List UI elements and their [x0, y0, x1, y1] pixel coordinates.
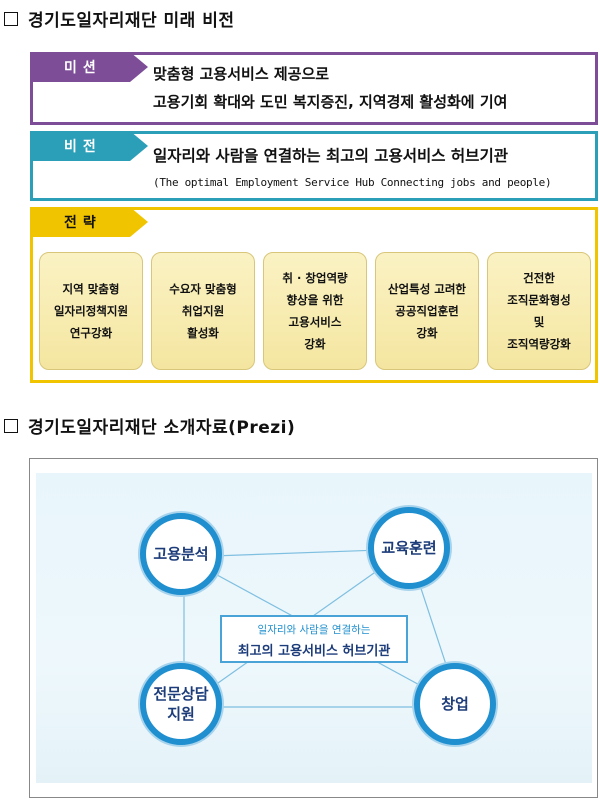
vision-main-text: 일자리와 사람을 연결하는 최고의 고용서비스 허브기관 — [153, 147, 508, 165]
card-line: 지역 맞춤형 — [62, 282, 120, 296]
mission-line-1: 맞춤형 고용서비스 제공으로 — [153, 65, 330, 83]
card-line: 취업지원 — [181, 304, 225, 318]
node-label: 지원 — [167, 705, 195, 723]
card-line: 연구강화 — [69, 326, 113, 340]
section-title-text: 경기도일자리재단 소개자료(Prezi) — [28, 418, 296, 438]
vision-sub-text: (The optimal Employment Service Hub Conn… — [153, 176, 552, 189]
prezi-canvas[interactable]: 일자리와 사람을 연결하는 최고의 고용서비스 허브기관 고용분석 교육훈련 전… — [36, 473, 592, 783]
vision-tag: 비전 — [30, 131, 148, 161]
strategy-card-service: 취 · 창업역량 향상을 위한 고용서비스 강화 — [263, 252, 367, 370]
checkbox-square-icon — [4, 11, 18, 26]
card-line: 조직문화형성 — [507, 293, 571, 307]
center-line-1: 일자리와 사람을 연결하는 — [257, 624, 371, 636]
mission-panel: 미션 맞춤형 고용서비스 제공으로 고용기회 확대와 도민 복지증진, 지역경제… — [30, 52, 598, 125]
node-label: 고용분석 — [153, 545, 209, 563]
checkbox-square-icon — [4, 418, 18, 433]
card-line: 취 · 창업역량 — [282, 271, 348, 285]
node-employment-analysis[interactable]: 고용분석 — [140, 513, 222, 595]
node-label: 전문상담 — [153, 685, 209, 703]
card-line: 수요자 맞춤형 — [169, 282, 237, 296]
center-hub-box: 일자리와 사람을 연결하는 최고의 고용서비스 허브기관 — [220, 615, 408, 663]
node-label: 창업 — [441, 695, 469, 713]
strategy-card-training: 산업특성 고려한 공공직업훈련 강화 — [375, 252, 479, 370]
card-line: 건전한 — [523, 271, 555, 285]
node-label: 교육훈련 — [381, 539, 437, 557]
node-counsel-support[interactable]: 전문상담 지원 — [140, 663, 222, 745]
card-line: 일자리정책지원 — [53, 304, 129, 318]
section-title-prezi: 경기도일자리재단 소개자료(Prezi) — [4, 413, 295, 438]
strategy-card-culture: 건전한 조직문화형성 및 조직역량강화 — [487, 252, 591, 370]
node-education-training[interactable]: 교육훈련 — [368, 507, 450, 589]
card-line: 강화 — [304, 337, 326, 351]
prezi-frame: 일자리와 사람을 연결하는 최고의 고용서비스 허브기관 고용분석 교육훈련 전… — [29, 458, 598, 798]
strategy-panel: 전략 지역 맞춤형 일자리정책지원 연구강화 수요자 맞춤형 취업지원 활성화 … — [30, 207, 598, 383]
center-line-2: 최고의 고용서비스 허브기관 — [237, 644, 391, 659]
mission-tag: 미션 — [30, 52, 148, 82]
strategy-card-research: 지역 맞춤형 일자리정책지원 연구강화 — [39, 252, 143, 370]
section-title-text: 경기도일자리재단 미래 비전 — [28, 11, 235, 31]
strategy-tag: 전략 — [30, 207, 148, 237]
node-startup[interactable]: 창업 — [414, 663, 496, 745]
card-line: 고용서비스 — [288, 315, 342, 329]
card-line: 및 — [533, 315, 545, 329]
card-line: 강화 — [416, 326, 438, 340]
card-line: 공공직업훈련 — [395, 304, 459, 318]
card-line: 조직역량강화 — [507, 337, 571, 351]
vision-panel: 비전 일자리와 사람을 연결하는 최고의 고용서비스 허브기관 (The opt… — [30, 131, 598, 201]
card-line: 활성화 — [187, 326, 219, 340]
strategy-card-employment: 수요자 맞춤형 취업지원 활성화 — [151, 252, 255, 370]
card-line: 향상을 위한 — [286, 293, 344, 307]
strategy-cards: 지역 맞춤형 일자리정책지원 연구강화 수요자 맞춤형 취업지원 활성화 취 ·… — [39, 252, 591, 370]
card-line: 산업특성 고려한 — [387, 282, 467, 296]
mission-line-2: 고용기회 확대와 도민 복지증진, 지역경제 활성화에 기여 — [153, 93, 508, 111]
section-title-vision: 경기도일자리재단 미래 비전 — [4, 6, 235, 31]
